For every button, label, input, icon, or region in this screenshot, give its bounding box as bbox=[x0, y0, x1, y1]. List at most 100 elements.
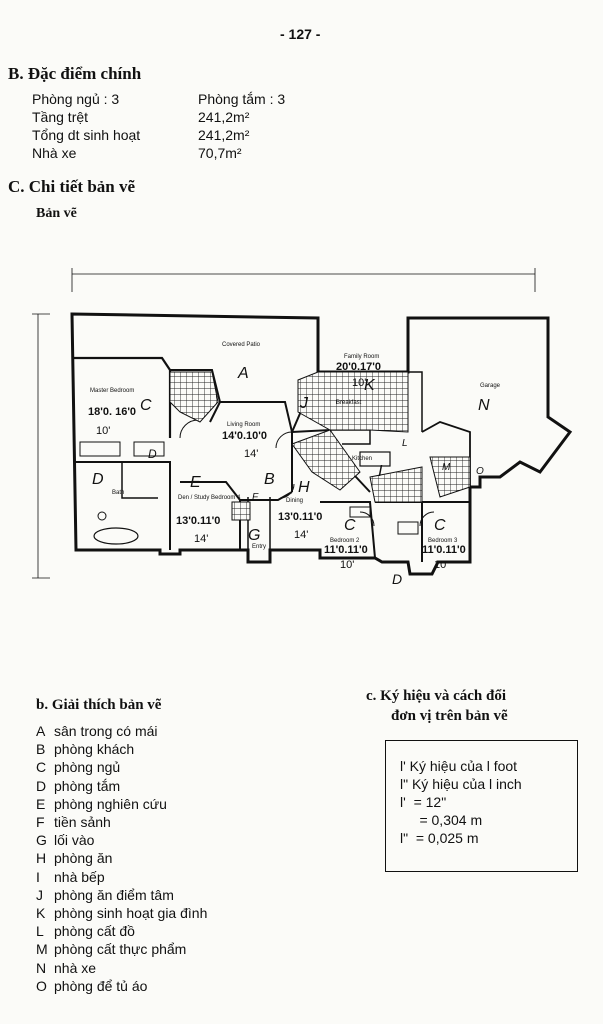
symbol-line: l" = 0,025 m bbox=[400, 830, 479, 846]
plan-letter: L bbox=[402, 438, 408, 449]
interior-wall bbox=[170, 369, 222, 423]
legend-text: nhà xe bbox=[54, 959, 97, 976]
legend-code: H bbox=[36, 850, 47, 867]
legend-text: phòng cất đồ bbox=[54, 923, 135, 940]
section-c-title: C. Chi tiết bản vẽ bbox=[8, 177, 136, 196]
room-dims: 13'0.11'0 bbox=[278, 511, 322, 523]
feature-row: Tầng trệt 241,2m² bbox=[32, 108, 285, 126]
feature-value: 241,2m² bbox=[198, 127, 250, 143]
legend-code: A bbox=[36, 723, 46, 739]
symbols-title-line1: c. Ký hiệu và cách đổi bbox=[366, 688, 507, 704]
bathtub bbox=[93, 527, 139, 545]
legend-code: F bbox=[36, 814, 45, 831]
plan-letter: J bbox=[299, 395, 309, 412]
plan-letter: N bbox=[478, 397, 490, 414]
tile-area bbox=[231, 501, 251, 521]
room-size: 14' bbox=[194, 533, 208, 545]
room-name: Entry bbox=[252, 544, 266, 550]
legend-text: phòng ăn điểm tâm bbox=[54, 886, 174, 903]
feature-row: Phòng ngủ : 3 Phòng tắm : 3 bbox=[32, 90, 285, 108]
room-name: Garage bbox=[480, 383, 501, 389]
legend-title: b. Giải thích bản vẽ bbox=[36, 697, 162, 713]
plan-letter: D bbox=[148, 447, 157, 461]
feature-value: 70,7m² bbox=[198, 145, 242, 161]
plan-letter: G bbox=[248, 527, 260, 544]
legend-code: O bbox=[36, 977, 47, 994]
legend-text: phòng ngủ bbox=[54, 759, 121, 776]
legend-text: phòng cất thực phẩm bbox=[54, 941, 187, 958]
legend-text: phòng nghiên cứu bbox=[54, 795, 167, 812]
vanity bbox=[349, 506, 371, 518]
plan-letter: B bbox=[264, 471, 275, 488]
key-features: Phòng ngủ : 3 Phòng tắm : 3 Tầng trệt 24… bbox=[32, 90, 285, 162]
feature-row: Tổng dt sinh hoạt 241,2m² bbox=[32, 126, 285, 144]
feature-row: Nhà xe 70,7m² bbox=[32, 144, 285, 162]
plan-letter: D bbox=[392, 571, 402, 587]
legend-text: phòng khách bbox=[54, 741, 135, 758]
plan-letter: C bbox=[140, 397, 152, 414]
legend-code: E bbox=[36, 795, 46, 812]
plan-letter: K bbox=[364, 377, 376, 394]
door-swing bbox=[279, 483, 295, 499]
room-size: 10' bbox=[340, 559, 354, 571]
plan-letter: E bbox=[190, 474, 201, 491]
room-name: Breakfast bbox=[336, 400, 362, 406]
legend-code: C bbox=[36, 759, 47, 776]
legend-code: K bbox=[36, 905, 46, 922]
symbols-title-line2: đơn vị trên bản vẽ bbox=[391, 708, 508, 724]
door-swing bbox=[179, 419, 199, 439]
room-size: 14' bbox=[244, 448, 258, 460]
plan-letter: I bbox=[378, 463, 383, 480]
symbol-line: l" Ký hiệu của l inch bbox=[400, 776, 522, 792]
room-name: Covered Patio bbox=[222, 342, 261, 348]
legend-text: nhà bếp bbox=[54, 868, 105, 885]
door-swing bbox=[275, 431, 293, 449]
room-size: 10' bbox=[352, 377, 366, 389]
house-outline bbox=[70, 312, 573, 576]
room-size: 10' bbox=[434, 559, 448, 571]
interior-wall bbox=[320, 501, 376, 559]
room-name: Bath bbox=[112, 490, 124, 496]
room-dims: 20'0.17'0 bbox=[336, 361, 381, 373]
door-swing bbox=[419, 511, 435, 527]
section-b-title: B. Đặc điểm chính bbox=[8, 64, 142, 83]
section-c-subtitle: Bản vẽ bbox=[36, 206, 77, 221]
room-name: Family Room bbox=[344, 354, 379, 360]
room-name: Master Bedroom bbox=[90, 388, 134, 394]
room-name: Kitchen bbox=[352, 456, 372, 462]
room-dims: 11'0.11'0 bbox=[422, 544, 466, 556]
feature-value: 241,2m² bbox=[198, 109, 250, 125]
room-size: 14' bbox=[294, 529, 308, 541]
room-size: 10' bbox=[96, 425, 110, 437]
interior-wall bbox=[76, 461, 171, 550]
plan-letter: A bbox=[237, 365, 249, 382]
feature-label: Nhà xe bbox=[32, 145, 77, 161]
feature-label: Phòng ngủ : 3 bbox=[32, 91, 120, 107]
room-name: Bedroom 3 bbox=[428, 538, 458, 544]
plan-letter: C bbox=[344, 517, 356, 534]
feature-label: Tầng trệt bbox=[32, 109, 89, 125]
legend-text: sân trong có mái bbox=[54, 723, 158, 739]
plan-letter: F bbox=[252, 492, 259, 503]
plan-letter: C bbox=[434, 517, 446, 534]
legend-code: D bbox=[36, 777, 47, 794]
plan-letter: O bbox=[476, 466, 484, 477]
legend-text: tiền sảnh bbox=[54, 814, 111, 831]
garage-bay bbox=[547, 416, 571, 433]
toilet bbox=[97, 511, 107, 521]
symbol-line: l' Ký hiệu của l foot bbox=[400, 758, 518, 774]
tile-area bbox=[169, 371, 219, 423]
room-dims: 11'0.11'0 bbox=[324, 544, 368, 556]
legend-code: I bbox=[36, 868, 40, 885]
